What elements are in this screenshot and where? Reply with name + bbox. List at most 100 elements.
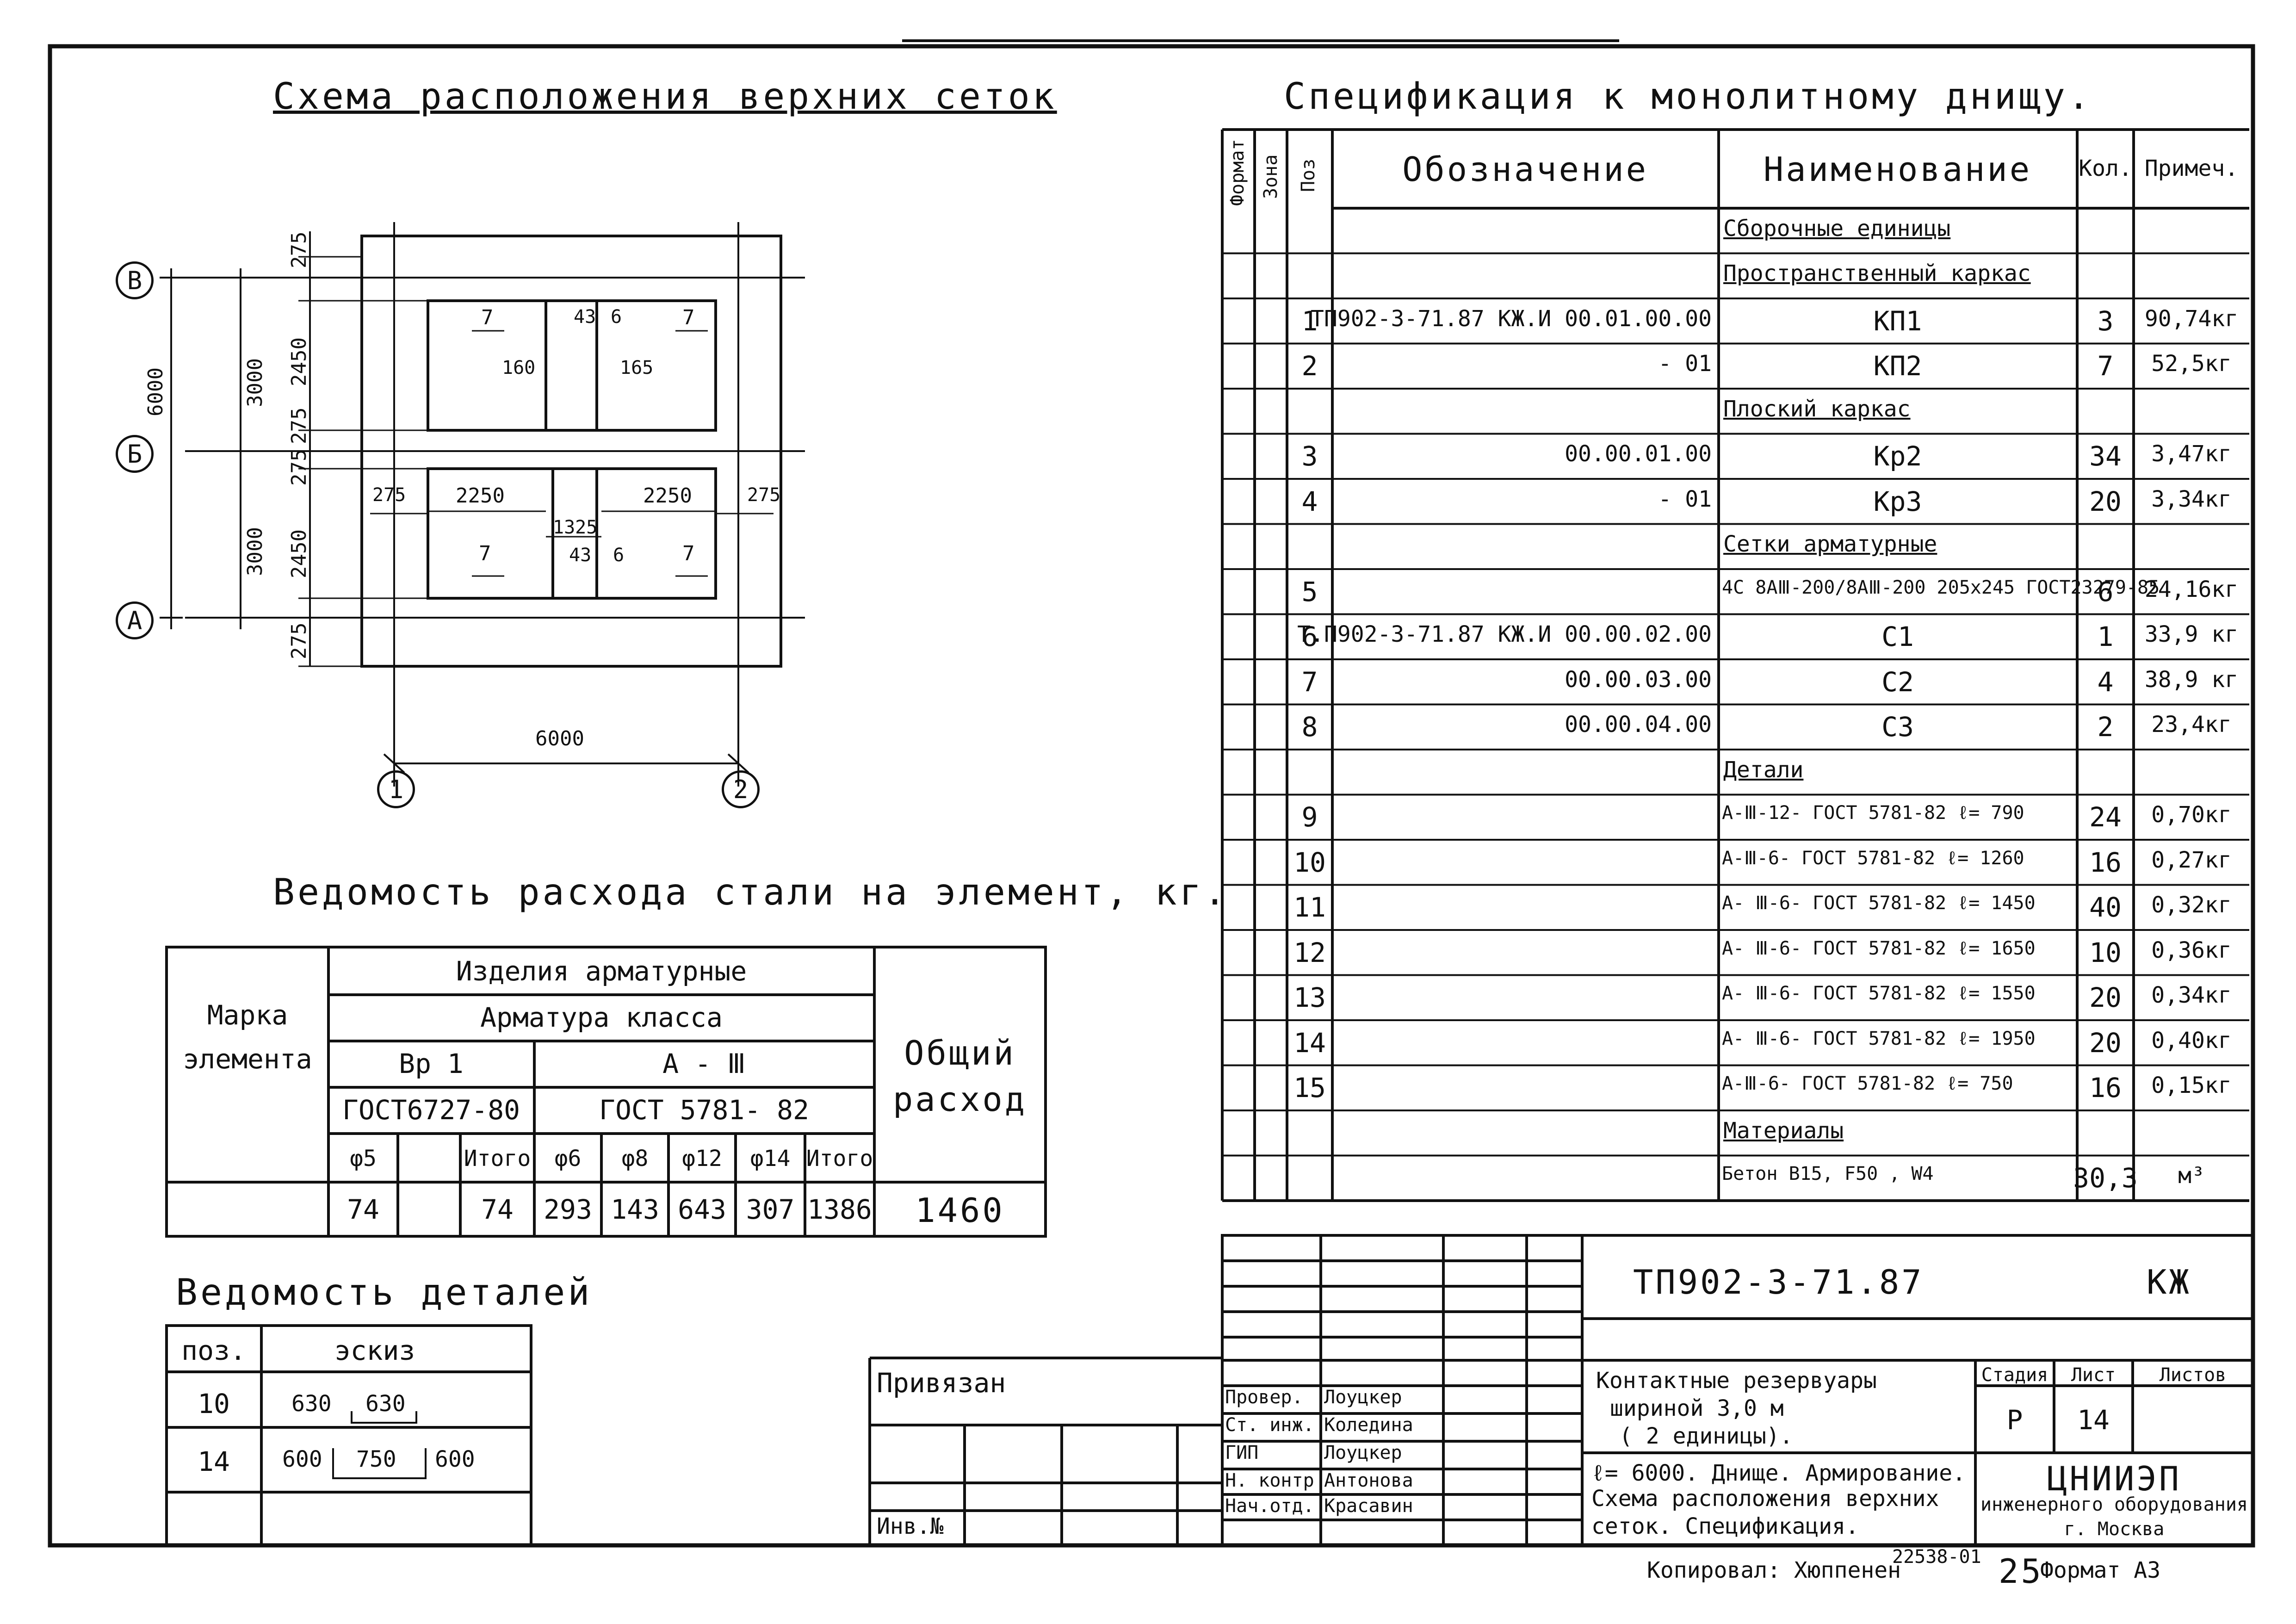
axis-2-circle: 2 (722, 770, 760, 808)
steel-mark-line1: Марка (207, 999, 288, 1031)
stamp-doc-mark: КЖ (2147, 1263, 2191, 1302)
spec-row-note: 24,16кг (2144, 576, 2239, 602)
steel-col-value: 74 (481, 1194, 514, 1225)
spec-row-note: 90,74кг (2144, 305, 2239, 332)
spec-row-name: А-Ⅲ-6- ГОСТ 5781-82 ℓ= 1260 (1722, 847, 2024, 869)
spec-table-lines (1221, 128, 2249, 1202)
spec-row-name: С1 (1881, 621, 1914, 652)
stamp-org-city: г. Москва (2064, 1519, 2165, 1540)
dim-275-3: 275 (287, 449, 311, 486)
spec-row-pos: 15 (1293, 1072, 1326, 1103)
stamp-sheet-number: 14 (2077, 1404, 2110, 1436)
steel-gost2: ГОСТ 5781- 82 (599, 1094, 809, 1126)
spec-row-note: 38,9 кг (2144, 666, 2239, 693)
spec-row-qty: 3 (2097, 305, 2114, 337)
stamp-project-l1: Контактные резервуары (1596, 1368, 1877, 1394)
stamp-page-number: 25 (1999, 1552, 2043, 1591)
spec-header-qty: Кол. (2079, 155, 2132, 181)
spec-row-pos: 10 (1293, 846, 1326, 878)
spec-row-pos: 8 (1301, 711, 1318, 743)
spec-row-name: КП2 (1873, 350, 1922, 382)
steel-col-header: Итого (464, 1146, 531, 1172)
spec-row-name: КП1 (1873, 305, 1922, 337)
spec-row-note: 0,15кг (2151, 1072, 2232, 1098)
spec-row-qty: 10 (2089, 936, 2122, 968)
spec-row-note: 0,32кг (2151, 892, 2232, 918)
spec-header-note: Примеч. (2144, 155, 2239, 181)
steel-col-value: 307 (746, 1194, 795, 1225)
spec-row-name: Плоский каркас (1723, 396, 1911, 422)
mark-7c: 7 (479, 542, 491, 565)
spec-row-name: А-Ⅲ-12- ГОСТ 5781-82 ℓ= 790 (1722, 802, 2024, 824)
spec-row-pos: 4 (1301, 485, 1318, 517)
details-row-10-pos: 10 (198, 1388, 230, 1419)
mark-160: 160 (502, 357, 536, 378)
spec-row-note: 0,34кг (2151, 982, 2232, 1008)
sheet-frame (48, 44, 2255, 1548)
spec-row-designation: - 01 (1658, 351, 1712, 377)
stamp-sheet-header: Лист (2071, 1364, 2116, 1386)
stamp-archive-number: 22538-01 (1892, 1546, 1981, 1568)
stamp-sheet-l2: Схема расположения верхних (1591, 1486, 1939, 1512)
steel-a3: А - Ⅲ (662, 1048, 746, 1079)
details-row-14-dim-a: 600 (282, 1446, 322, 1472)
spec-row-pos: 13 (1293, 982, 1326, 1013)
spec-row-name: 4С 8АⅢ-200/8АⅢ-200 205х245 ГОСТ23279-85 (1722, 576, 2160, 598)
stamp-name: Коледина (1324, 1414, 1413, 1436)
spec-row-qty: 7 (2097, 350, 2114, 382)
spec-row-note: 0,27кг (2151, 847, 2232, 873)
mark-275-right: 275 (747, 484, 781, 506)
stamp-role: ГИП (1225, 1442, 1259, 1463)
mark-7d: 7 (682, 542, 695, 565)
spec-row-note: 0,40кг (2151, 1027, 2232, 1054)
mark-2250a: 2250 (456, 484, 505, 508)
details-row-10-dim-a: 630 (291, 1391, 332, 1417)
stamp-lines (868, 1234, 2254, 1547)
spec-row-qty: 20 (2089, 1027, 2122, 1059)
mark-165: 165 (620, 357, 654, 378)
spec-row-qty: 20 (2089, 485, 2122, 517)
mark-1325: 1325 (553, 517, 598, 538)
stamp-role: Ст. инж. (1225, 1414, 1314, 1436)
steel-col-value: 293 (544, 1194, 592, 1225)
dim-275-4: 275 (287, 622, 311, 659)
spec-row-qty: 16 (2089, 846, 2122, 878)
spec-row-qty: 30,3 (2073, 1162, 2138, 1194)
stamp-org-dept: инженерного оборудования (1980, 1494, 2248, 1515)
scheme-title: Схема расположения верхних сеток (273, 76, 1057, 118)
spec-row-name: С2 (1881, 666, 1914, 698)
steel-col-header: φ5 (350, 1146, 377, 1172)
scheme-plan (160, 222, 805, 787)
details-header-pos: поз. (181, 1335, 246, 1366)
dim-2450-1: 2450 (287, 337, 311, 386)
spec-header-designation: Обозначение (1402, 150, 1648, 189)
steel-col-value: 643 (678, 1194, 726, 1225)
spec-row-note: м³ (2178, 1163, 2205, 1189)
spec-row-pos: 12 (1293, 936, 1326, 968)
steel-col-header: φ14 (750, 1146, 791, 1172)
spec-row-qty: 40 (2089, 892, 2122, 923)
spec-row-note: 0,70кг (2151, 802, 2232, 828)
spec-row-name: Пространственный каркас (1723, 260, 2031, 286)
spec-row-qty: 1 (2097, 621, 2114, 652)
steel-total-line1: Общий (904, 1034, 1016, 1072)
steel-table-lines (165, 946, 1047, 1238)
stamp-role: Нач.отд. (1225, 1495, 1314, 1517)
axis-b-circle: Б (116, 435, 154, 473)
spec-row-note: 33,9 кг (2144, 621, 2239, 647)
spec-header-pos: Поз (1298, 158, 1319, 192)
spec-header-format: Формат (1227, 139, 1248, 206)
mark-43a: 43 (574, 306, 596, 328)
mark-6b: 6 (613, 545, 625, 566)
details-header-sketch: эскиз (334, 1335, 415, 1366)
spec-row-designation: - 01 (1658, 486, 1712, 512)
stamp-project-l3: ( 2 единицы). (1619, 1423, 1793, 1449)
dim-3000-bottom: 3000 (243, 527, 267, 576)
spec-row-note: 3,47кг (2151, 441, 2232, 467)
stamp-stage: Р (2006, 1404, 2023, 1436)
details-title: Ведомость деталей (176, 1272, 593, 1314)
stamp-role: Провер. (1225, 1387, 1303, 1408)
spec-title: Спецификация к монолитному днищу. (1284, 76, 2092, 118)
spec-row-name: А- Ⅲ-6- ГОСТ 5781-82 ℓ= 1550 (1722, 983, 2036, 1004)
spec-row-name: А- Ⅲ-6- ГОСТ 5781-82 ℓ= 1450 (1722, 893, 2036, 914)
